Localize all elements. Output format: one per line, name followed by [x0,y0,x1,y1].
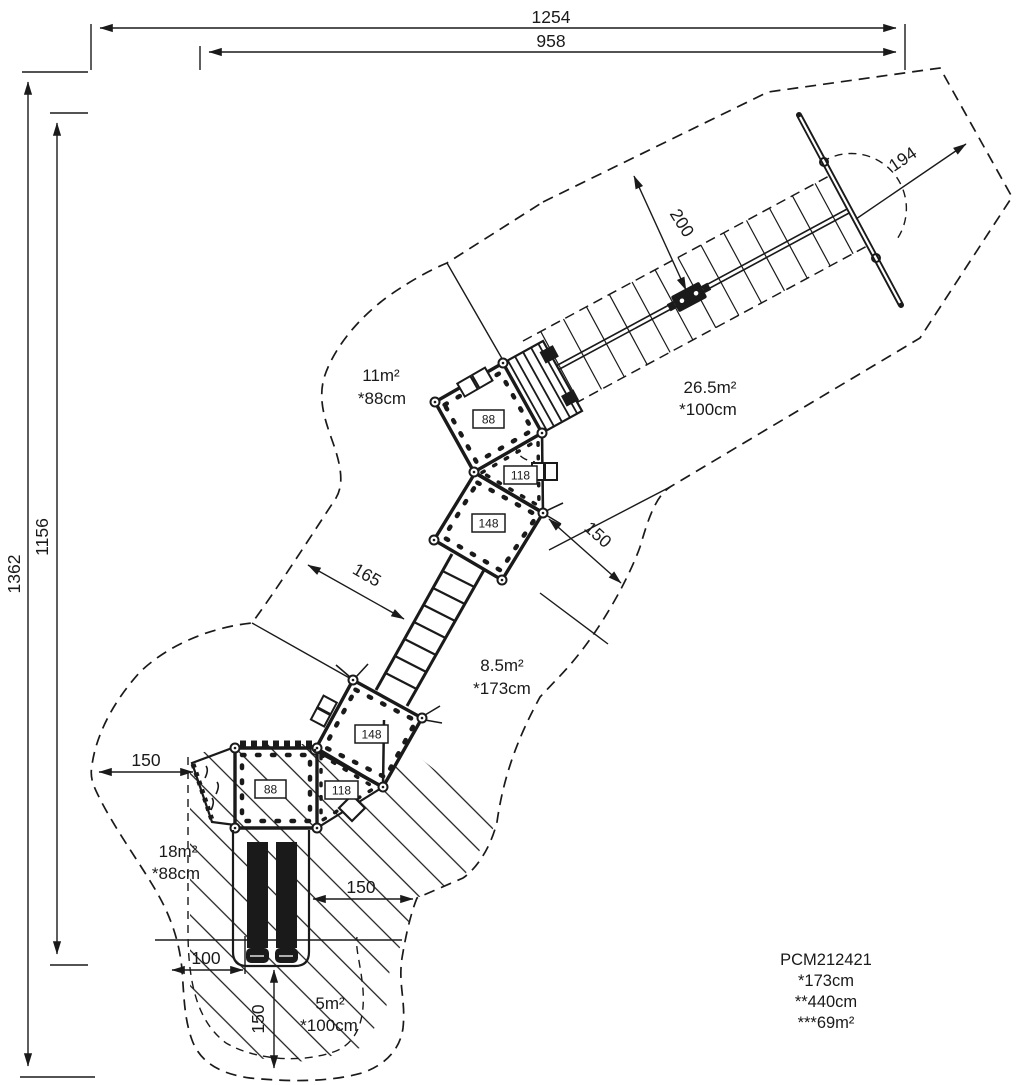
tag-148-upper: 148 [478,517,498,531]
zone-11-surface: *88cm [358,389,406,408]
dim-slide-runout: 150 [248,969,279,1069]
legend-line-3: ***69m² [798,1014,855,1032]
zone-5-area: 5m² [315,994,345,1013]
dim-label-1362: 1362 [4,555,24,594]
dim-label-100: 100 [191,948,220,968]
double-slide [231,830,311,968]
zone-8-surface: *173cm [473,679,531,698]
dim-slide-width: 100 [171,936,246,975]
play-panel-top [455,366,494,398]
access-stairs [501,339,584,435]
entry-panel-diamond [337,793,367,823]
dim-bridge-length: 165 [307,559,405,620]
zone-18-surface: *88cm [152,864,200,883]
impact-area-outline [187,757,365,1060]
dim-label-150-slide: 150 [346,877,375,897]
product-code: PCM212421 [780,951,872,969]
dim-inner-width: 958 [199,31,897,70]
bridge [374,553,486,707]
dim-overall-height: 1362 [4,71,95,1078]
zone-5-surface: *100cm [300,1016,358,1035]
dim-cableway-end: 194 [855,142,967,220]
legend-line-1: *173cm [798,972,854,990]
cableway-rungs [540,183,854,402]
platform-height-tags: 88 118 148 148 118 88 [254,409,538,800]
cableway-trolley [666,282,712,312]
dim-overall-width: 1254 [90,7,906,70]
zone-11-area: 11m² [362,366,400,385]
legend-line-2: **440cm [795,993,857,1011]
cableway-crossbar [796,112,904,308]
play-panel-lower [309,694,339,728]
zone-26-surface: *100cm [679,400,737,419]
corner-post-dots [233,361,545,830]
play-panel-mid [531,462,558,481]
zone-26-area: 26.5m² [684,378,737,397]
dim-label-165: 165 [349,559,384,591]
dim-label-1254: 1254 [532,7,571,27]
dim-label-150-runout: 150 [248,1004,268,1033]
dim-label-150-mid: 150 [580,517,615,552]
legend-block: PCM212421 *173cm **440cm ***69m² [780,951,872,1032]
slide-rail-left [247,842,268,948]
dim-clearance-mid: 150 [548,517,622,584]
tag-118-top: 118 [511,469,530,483]
cableway [522,112,904,412]
cableway-end-arc [821,152,908,243]
dim-clearance-slide: 150 [312,877,414,904]
tag-148-lower: 148 [361,728,381,742]
dim-label-1156: 1156 [32,518,52,556]
dim-clearance-left: 150 [98,750,194,777]
tag-118-bottom: 118 [332,784,351,798]
zone-18-area: 18m² [159,842,198,861]
dim-label-958: 958 [536,31,565,51]
slide-rail-right [276,842,297,948]
zone-8-area: 8.5m² [480,656,524,675]
dim-cableway-halfwidth: 200 [633,175,699,291]
tag-88-top: 88 [482,413,496,427]
zone-labels: 11m² *88cm 26.5m² *100cm 8.5m² *173cm 18… [152,366,737,1035]
dim-label-150-left: 150 [131,750,160,770]
dim-inner-height: 1156 [32,112,88,966]
cable-anchor [539,345,559,364]
tag-88-bottom: 88 [264,783,278,797]
platform-chain [190,357,564,834]
dim-label-200: 200 [666,205,699,241]
